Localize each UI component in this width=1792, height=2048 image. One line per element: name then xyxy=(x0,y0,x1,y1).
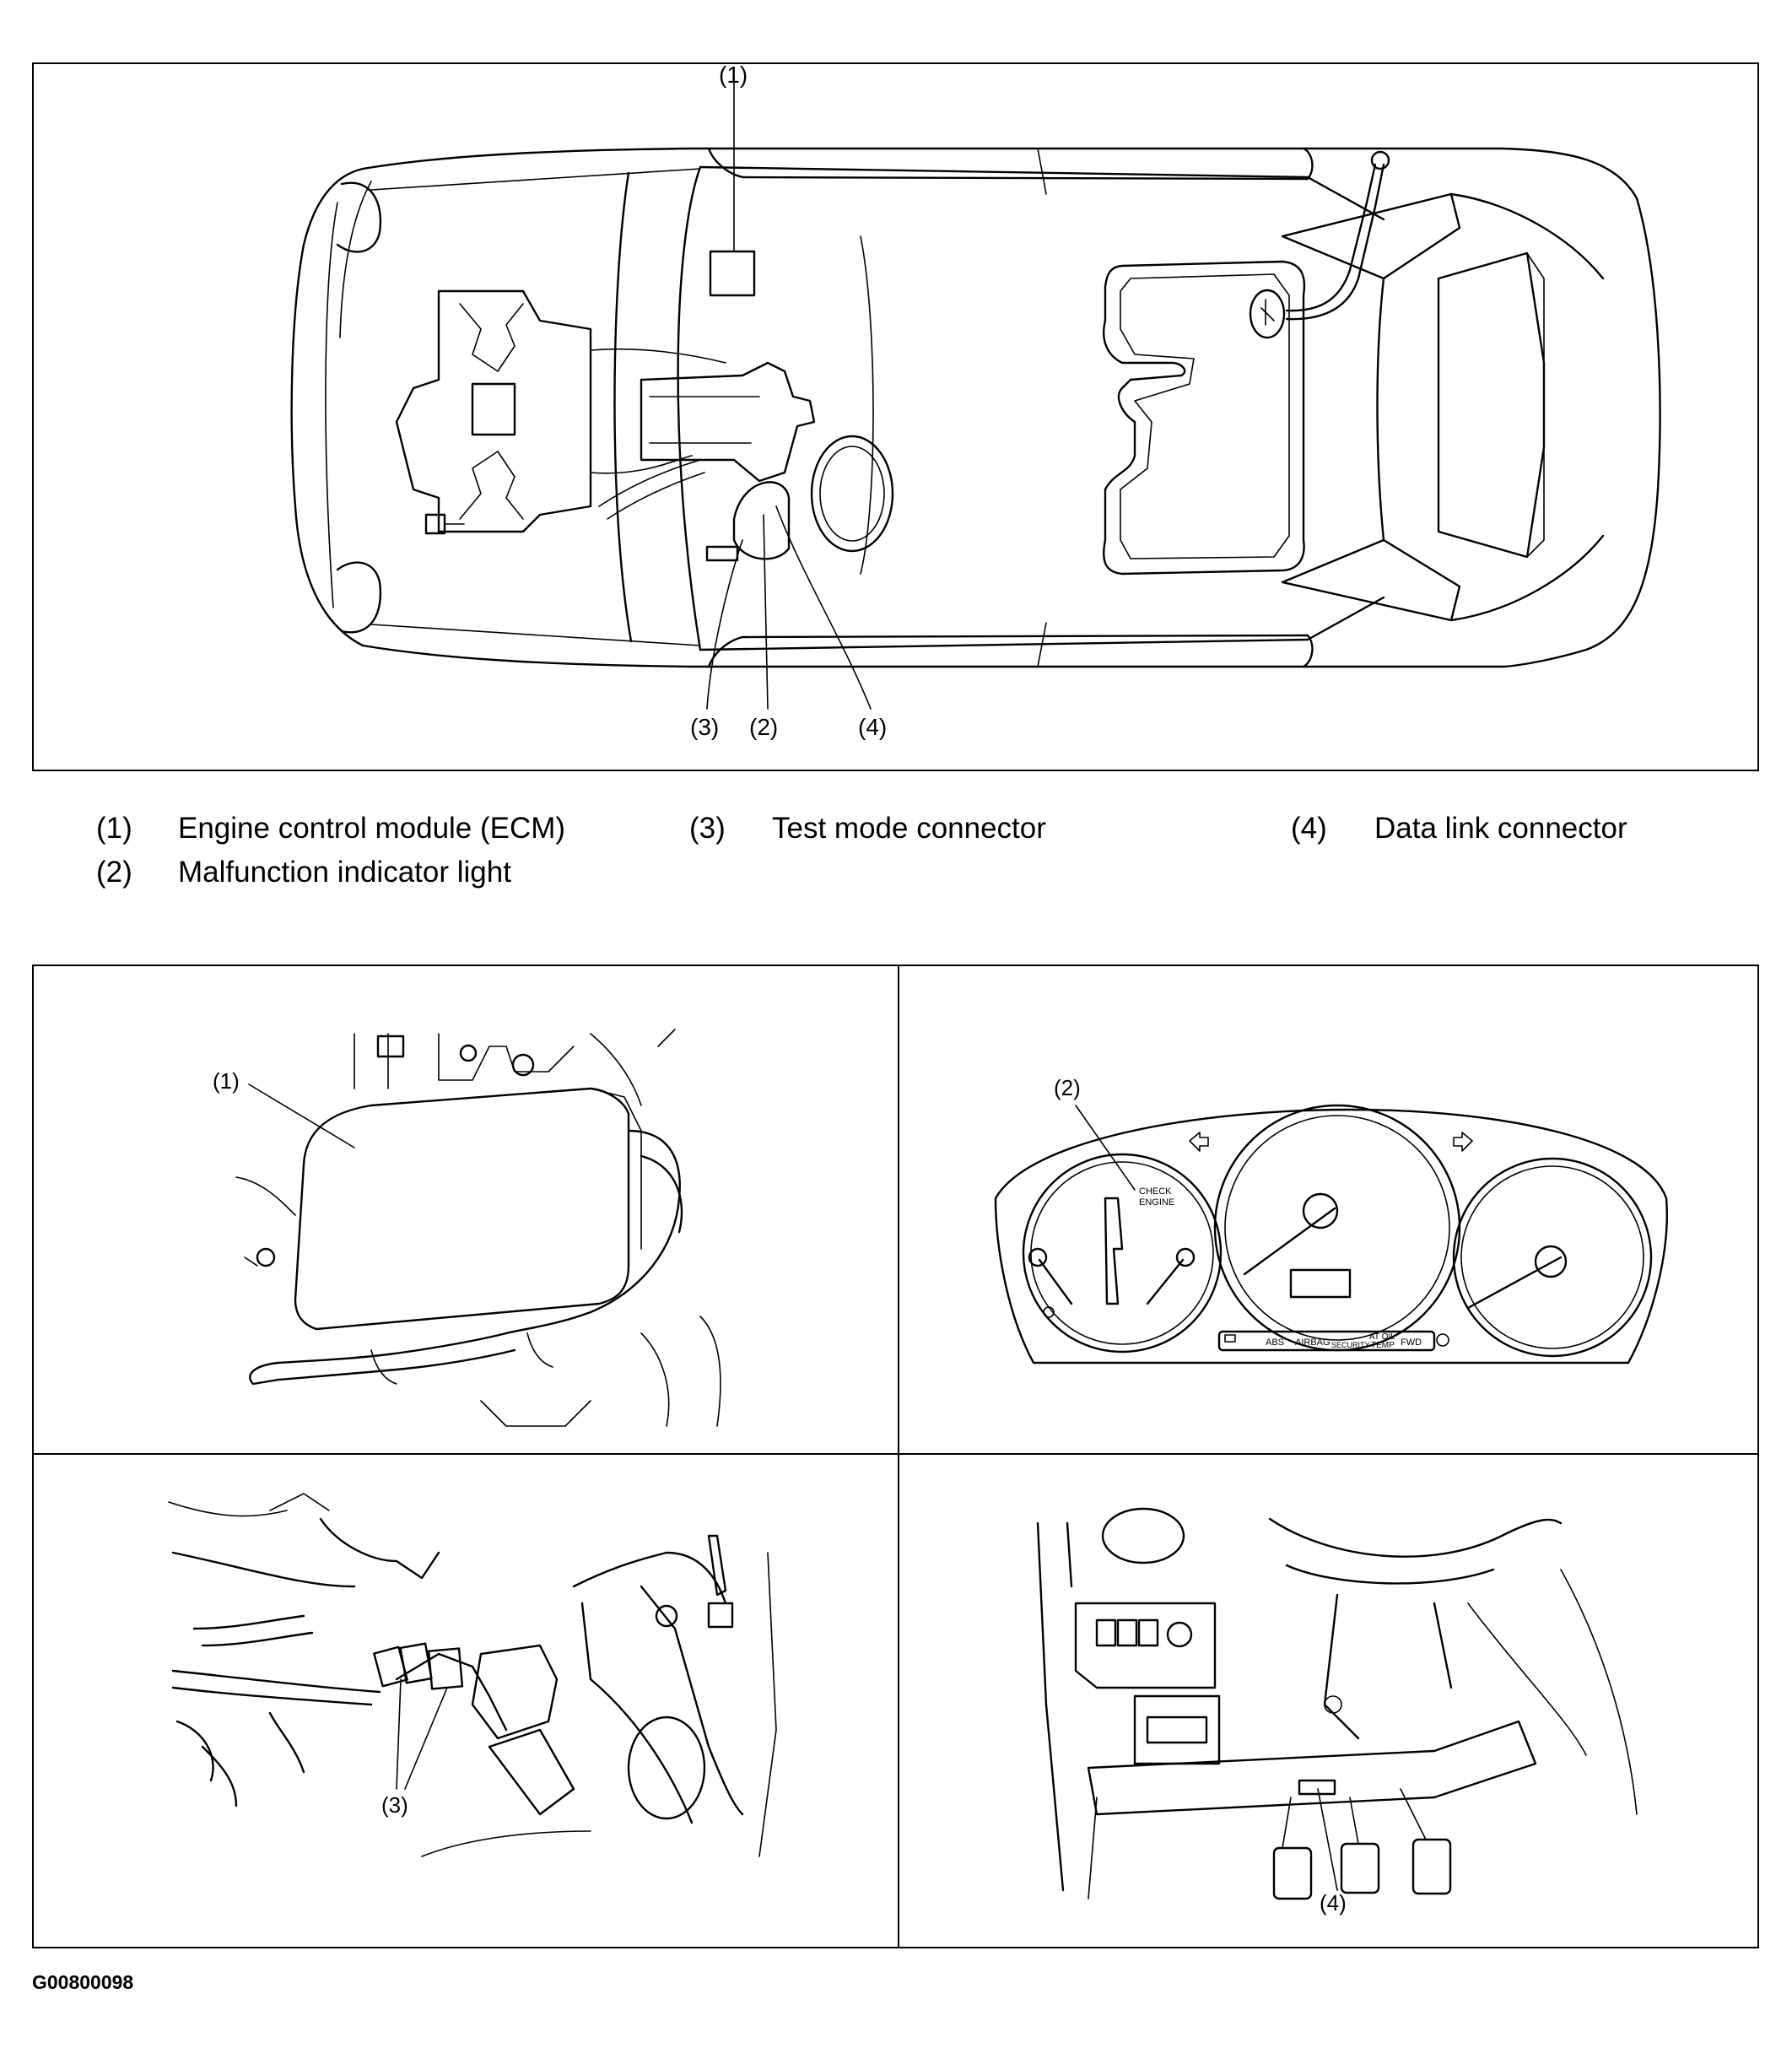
leader-line-test-mode-detail-b xyxy=(404,1687,448,1790)
legend-num-2: (2) xyxy=(96,856,132,889)
at-oil-label-line1: AT OIL xyxy=(1369,1332,1395,1342)
callout-test-mode: (3) xyxy=(690,714,720,740)
abs-label: ABS xyxy=(1266,1337,1284,1348)
detail-grid xyxy=(32,965,1759,1948)
legend-label-3: Test mode connector xyxy=(772,812,1046,845)
at-oil-label-line2: TEMP xyxy=(1371,1341,1395,1350)
grid-divider-vertical xyxy=(898,965,899,1948)
callout-mil-detail: (2) xyxy=(1054,1075,1081,1100)
callout-test-mode-detail: (3) xyxy=(381,1792,408,1818)
check-engine-label-line2: ENGINE xyxy=(1139,1197,1174,1208)
leader-line-ecm-detail xyxy=(248,1083,355,1148)
legend-label-2: Malfunction indicator light xyxy=(178,856,511,889)
check-engine-label-line1: CHECK xyxy=(1139,1186,1172,1197)
leader-line-mil xyxy=(763,514,769,710)
leader-line-test-mode-detail-a xyxy=(396,1678,402,1790)
legend-num-1: (1) xyxy=(96,812,132,845)
leader-line-test-mode xyxy=(706,539,743,710)
callout-dlc-detail: (4) xyxy=(1320,1890,1347,1916)
figure-id: G00800098 xyxy=(32,1971,134,1993)
airbag-label: AIRBAG xyxy=(1295,1337,1331,1348)
leader-line-mil-detail xyxy=(1075,1105,1136,1191)
legend-num-4: (4) xyxy=(1291,812,1327,845)
leader-line-dlc xyxy=(775,505,872,710)
legend-num-3: (3) xyxy=(689,812,726,845)
callout-mil: (2) xyxy=(749,714,779,740)
grid-divider-horizontal xyxy=(32,1453,1759,1455)
legend-label-1: Engine control module (ECM) xyxy=(178,812,566,845)
callout-ecm: (1) xyxy=(719,62,748,88)
vehicle-overview-panel xyxy=(32,62,1759,771)
fwd-label: FWD xyxy=(1401,1337,1422,1348)
callout-ecm-detail: (1) xyxy=(213,1068,240,1094)
vehicle-top-view-drawing xyxy=(290,75,1661,710)
legend-label-4: Data link connector xyxy=(1374,812,1627,845)
callout-dlc: (4) xyxy=(858,714,888,740)
leader-line-dlc-detail xyxy=(1317,1788,1338,1891)
security-label: SECURITY xyxy=(1331,1341,1370,1349)
